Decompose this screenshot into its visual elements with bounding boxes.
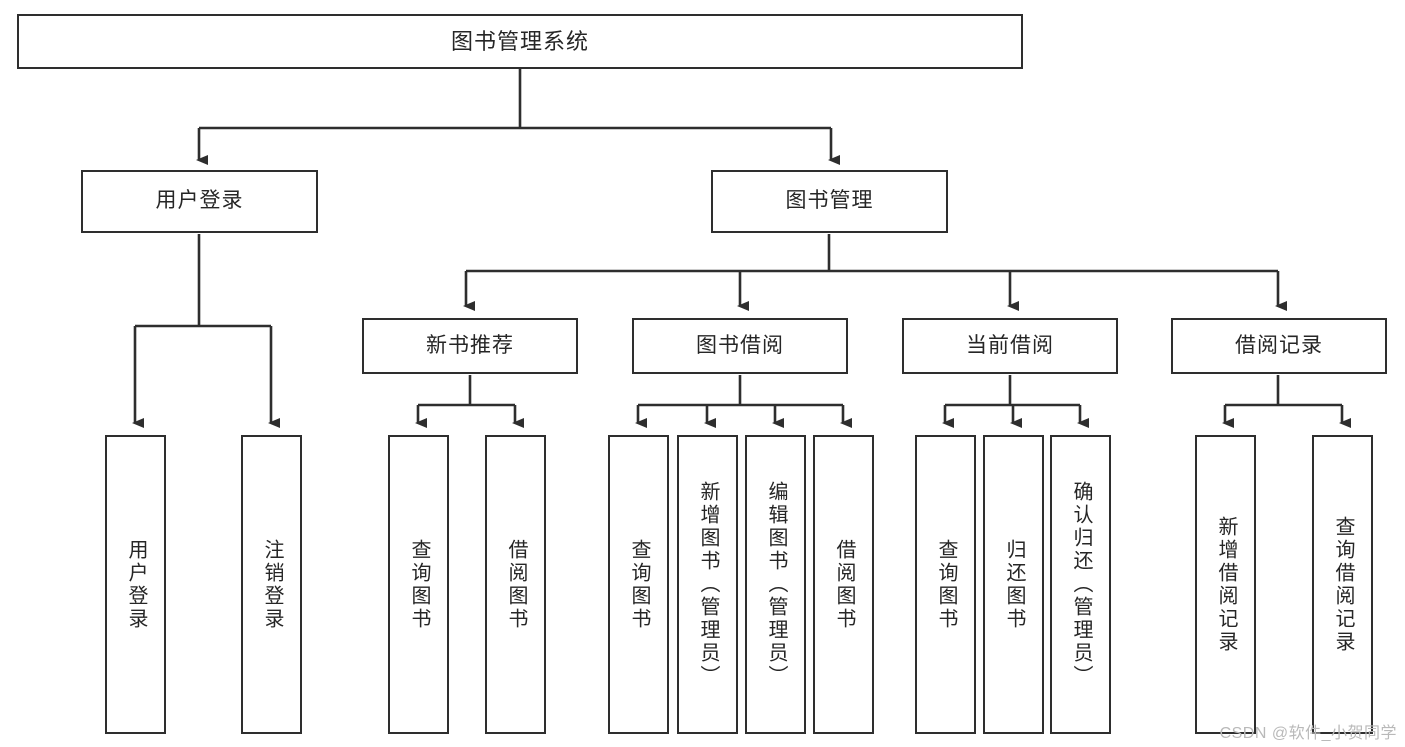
node-label: 图书管理	[785, 189, 874, 213]
node-book-management[interactable]: 图书管理	[711, 170, 948, 233]
leaf-current-borrow-return[interactable]: 归还图书	[983, 435, 1044, 734]
leaf-borrow-record-add[interactable]: 新增借阅记录	[1195, 435, 1256, 734]
node-label: 查询图书	[408, 538, 430, 631]
node-label: 归还图书	[1003, 538, 1025, 631]
leaf-user-login-login[interactable]: 用户登录	[105, 435, 166, 734]
leaf-current-borrow-query[interactable]: 查询图书	[915, 435, 976, 734]
node-label: 注销登录	[261, 538, 283, 631]
node-label: 确认归还（管理员）	[1070, 481, 1092, 688]
node-book-borrow[interactable]: 图书借阅	[632, 318, 848, 374]
node-label: 新增图书（管理员）	[697, 481, 719, 688]
node-user-login[interactable]: 用户登录	[81, 170, 318, 233]
leaf-user-login-logout[interactable]: 注销登录	[241, 435, 302, 734]
node-label: 借阅记录	[1235, 333, 1323, 357]
leaf-book-borrow-query[interactable]: 查询图书	[608, 435, 669, 734]
leaf-new-book-borrow[interactable]: 借阅图书	[485, 435, 546, 734]
node-label: 用户登录	[155, 189, 244, 213]
node-new-book-recommend[interactable]: 新书推荐	[362, 318, 578, 374]
node-label: 编辑图书（管理员）	[765, 481, 787, 688]
node-current-borrow[interactable]: 当前借阅	[902, 318, 1118, 374]
node-label: 用户登录	[125, 538, 147, 631]
node-label: 图书管理系统	[450, 28, 589, 54]
node-root-system[interactable]: 图书管理系统	[17, 14, 1023, 69]
node-label: 查询图书	[935, 538, 957, 631]
leaf-new-book-query[interactable]: 查询图书	[388, 435, 449, 734]
node-label: 新书推荐	[426, 333, 514, 357]
leaf-book-borrow-add[interactable]: 新增图书（管理员）	[677, 435, 738, 734]
node-label: 查询借阅记录	[1332, 515, 1354, 654]
node-label: 借阅图书	[833, 538, 855, 631]
node-label: 图书借阅	[696, 333, 784, 357]
node-label: 借阅图书	[505, 538, 527, 631]
node-label: 查询图书	[628, 538, 650, 631]
csdn-watermark: CSDN @软件_小贺同学	[1219, 725, 1397, 742]
leaf-book-borrow-borrow[interactable]: 借阅图书	[813, 435, 874, 734]
node-label: 新增借阅记录	[1215, 515, 1237, 654]
node-label: 当前借阅	[966, 333, 1054, 357]
node-borrow-record[interactable]: 借阅记录	[1171, 318, 1387, 374]
leaf-book-borrow-edit[interactable]: 编辑图书（管理员）	[745, 435, 806, 734]
leaf-current-borrow-confirm-return[interactable]: 确认归还（管理员）	[1050, 435, 1111, 734]
leaf-borrow-record-query[interactable]: 查询借阅记录	[1312, 435, 1373, 734]
